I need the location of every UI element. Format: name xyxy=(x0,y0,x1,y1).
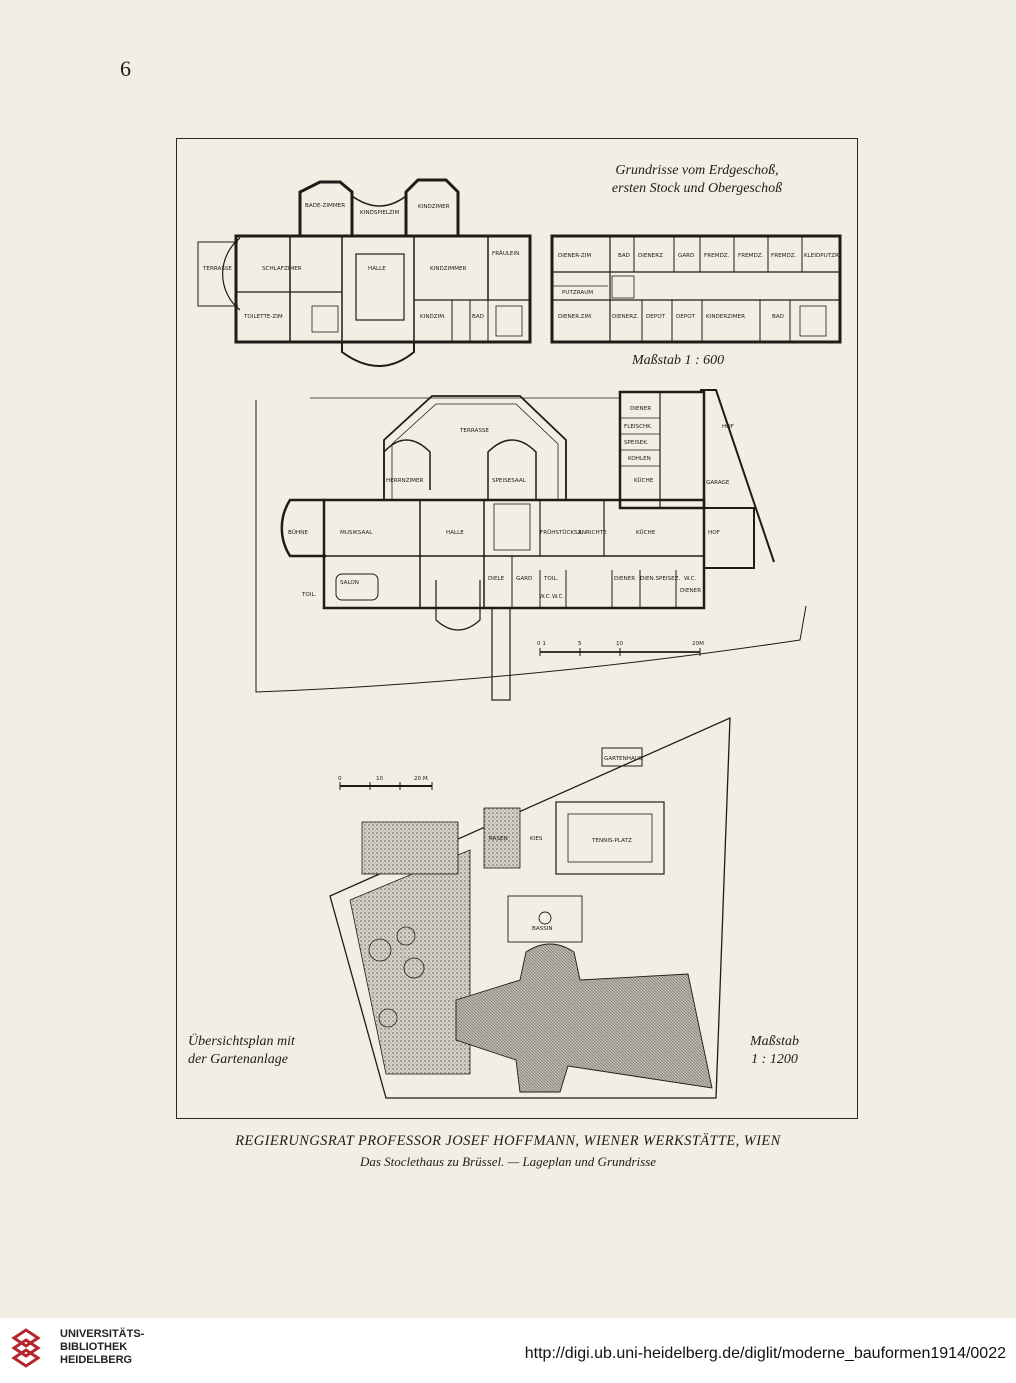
scale-tick-label: 0 1 xyxy=(537,641,546,647)
room-label: SALON xyxy=(340,580,359,586)
room-label: FRÄULEIN xyxy=(492,250,519,257)
site-plan-labels: GARTENHAUS TENNIS-PLATZ RASEN KIES BASSI… xyxy=(338,756,643,932)
room-label: TOIL. xyxy=(301,592,317,598)
site-plan-scale: Maßstab 1 : 1200 xyxy=(750,1033,799,1068)
room-label: FREMDZ. xyxy=(738,253,764,259)
room-label: BAD xyxy=(618,253,630,259)
footer-bar xyxy=(0,1318,1016,1383)
room-label: GARD xyxy=(516,576,532,582)
site-plan-caption: Übersichtsplan mit der Gartenanlage xyxy=(188,1033,295,1068)
site-caption-line1: Übersichtsplan mit xyxy=(188,1034,295,1049)
room-label: HERRNZIMER xyxy=(386,478,424,484)
room-label: KINDZIMMER xyxy=(430,266,466,272)
room-label: SPEISESAAL xyxy=(492,478,527,484)
room-label: PUTZRAUM xyxy=(562,290,593,296)
attic-labels: DIENER-ZIM BAD DIENERZ GARD FREMDZ. FREM… xyxy=(558,253,839,320)
room-label: KINDZIMER xyxy=(418,204,450,210)
ground-floor-labels: DIENER HOF FLEISCHK. SPEISEK. KOHLEN TER… xyxy=(288,406,734,647)
site-caption-line2: der Gartenanlage xyxy=(188,1051,288,1067)
plate-frame xyxy=(176,138,858,1119)
room-label: TOILETTE-ZIM xyxy=(243,314,283,320)
room-label: DIENER xyxy=(614,576,635,582)
site-label: KIES xyxy=(530,836,543,842)
room-label: DIENERZ xyxy=(638,253,663,259)
scale-tick-label: 10 xyxy=(376,776,384,782)
source-url-link[interactable]: http://digi.ub.uni-heidelberg.de/diglit/… xyxy=(524,1345,1006,1362)
room-label: DIELE xyxy=(488,576,505,582)
room-label: BADE-ZIMMER xyxy=(305,203,345,209)
room-label: HOF xyxy=(708,530,720,536)
room-label: DIENER xyxy=(630,406,651,412)
room-label: KOHLEN xyxy=(628,456,651,462)
library-name[interactable]: UNIVERSITÄTS- BIBLIOTHEK HEIDELBERG xyxy=(60,1328,144,1367)
room-label: BÜHNE xyxy=(288,529,308,536)
room-label: HOF xyxy=(722,424,734,430)
room-label: DIENER.ZIM. xyxy=(558,314,593,320)
room-label: W.C. xyxy=(684,576,697,582)
scale-tick-label: 20 M. xyxy=(414,776,430,782)
site-label: GARTENHAUS xyxy=(604,756,643,762)
attic-plan xyxy=(550,234,842,344)
room-label: GARD xyxy=(678,253,694,259)
plate-caption: REGIERUNGSRAT PROFESSOR JOSEF HOFFMANN, … xyxy=(235,1133,781,1149)
room-label: SPEISEK. xyxy=(624,440,649,446)
library-name-line3: HEIDELBERG xyxy=(60,1354,133,1366)
site-label: TENNIS-PLATZ xyxy=(591,838,632,844)
site-label: RASEN xyxy=(489,836,508,842)
room-label: FRÜHSTÜCKSZ. xyxy=(540,529,583,536)
room-label: ANRICHTE xyxy=(578,530,607,536)
library-logo-icon[interactable] xyxy=(10,1326,54,1370)
room-label: HALLE xyxy=(446,530,464,536)
library-name-line1: UNIVERSITÄTS- xyxy=(60,1328,145,1340)
room-label: TERRASSE xyxy=(202,266,232,272)
room-label: MUSIKSAAL xyxy=(340,530,373,536)
room-label: FREMDZ. xyxy=(771,253,797,259)
architectural-plans: BADE-ZIMMER KINDSPIELZIM KINDZIMER TERRA… xyxy=(197,178,842,1099)
site-label: BASSIN xyxy=(532,926,553,932)
room-label: KLEIDPUTZR xyxy=(804,253,839,259)
page-number: 6 xyxy=(120,56,131,81)
scale-tick-label: 0 xyxy=(338,776,342,782)
scale-tick-label: 5 xyxy=(578,641,582,647)
ground-floor-plan xyxy=(255,389,807,701)
room-label: DEPOT xyxy=(646,314,666,320)
room-label: KÜCHE xyxy=(636,529,656,536)
library-name-line2: BIBLIOTHEK xyxy=(60,1341,128,1353)
plans-scale: Maßstab 1 : 600 xyxy=(632,353,725,368)
room-label: SCHLAFZIMER xyxy=(262,266,302,272)
room-label: BAD xyxy=(472,314,484,320)
site-plan xyxy=(329,716,731,1099)
first-floor-plan xyxy=(197,178,532,367)
room-label: FLEISCHK. xyxy=(624,424,653,430)
plans-title-line2: ersten Stock und Obergeschoß xyxy=(611,180,783,196)
room-label: HALLE xyxy=(368,266,386,272)
room-label: KINDZIM. xyxy=(420,314,446,320)
room-label: W.C. xyxy=(539,594,552,600)
room-label: FREMDZ. xyxy=(704,253,730,259)
room-label: W.C. xyxy=(552,594,565,600)
scale-tick-label: 20M xyxy=(692,641,704,647)
room-label: KINDERZIMER xyxy=(706,314,745,320)
plans-title: Grundrisse vom Erdgeschoß, ersten Stock … xyxy=(582,162,812,197)
room-label: DIEN.SPEISEZ. xyxy=(640,576,680,582)
plate-subcaption: Das Stoclethaus zu Brüssel. — Lageplan u… xyxy=(359,1154,657,1169)
room-label: KÜCHE xyxy=(634,477,654,484)
room-label: GARAGE xyxy=(706,480,730,486)
site-scale-line2: 1 : 1200 xyxy=(751,1051,798,1067)
room-label: DIENER xyxy=(680,588,701,594)
scale-tick-label: 10 xyxy=(616,641,624,647)
room-label: KINDSPIELZIM xyxy=(360,210,400,216)
site-scale-line1: Maßstab xyxy=(750,1034,799,1049)
first-floor-labels: BADE-ZIMMER KINDSPIELZIM KINDZIMER TERRA… xyxy=(202,203,519,320)
plans-title-line1: Grundrisse vom Erdgeschoß, xyxy=(615,163,779,178)
room-label: BAD xyxy=(772,314,784,320)
room-label: DEPOT xyxy=(676,314,696,320)
room-label: TERRASSE xyxy=(459,428,489,434)
room-label: DIENER-ZIM xyxy=(558,253,591,259)
room-label: DIENERZ. xyxy=(612,314,639,320)
room-label: TOIL. xyxy=(543,576,559,582)
